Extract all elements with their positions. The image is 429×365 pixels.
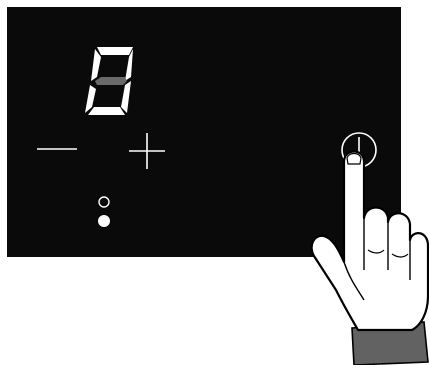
pointing-hand-icon — [300, 130, 429, 365]
decrease-button[interactable] — [37, 137, 79, 161]
minus-icon — [37, 137, 79, 161]
seven-segment-digit-icon — [85, 47, 135, 115]
level-indicator-dots — [93, 191, 115, 235]
increase-button[interactable] — [129, 133, 167, 169]
plus-icon — [129, 133, 167, 169]
heat-level-display: 0 — [85, 47, 135, 115]
indicator-dot-on-icon — [98, 215, 110, 227]
indicator-dot-off-icon — [99, 197, 109, 207]
